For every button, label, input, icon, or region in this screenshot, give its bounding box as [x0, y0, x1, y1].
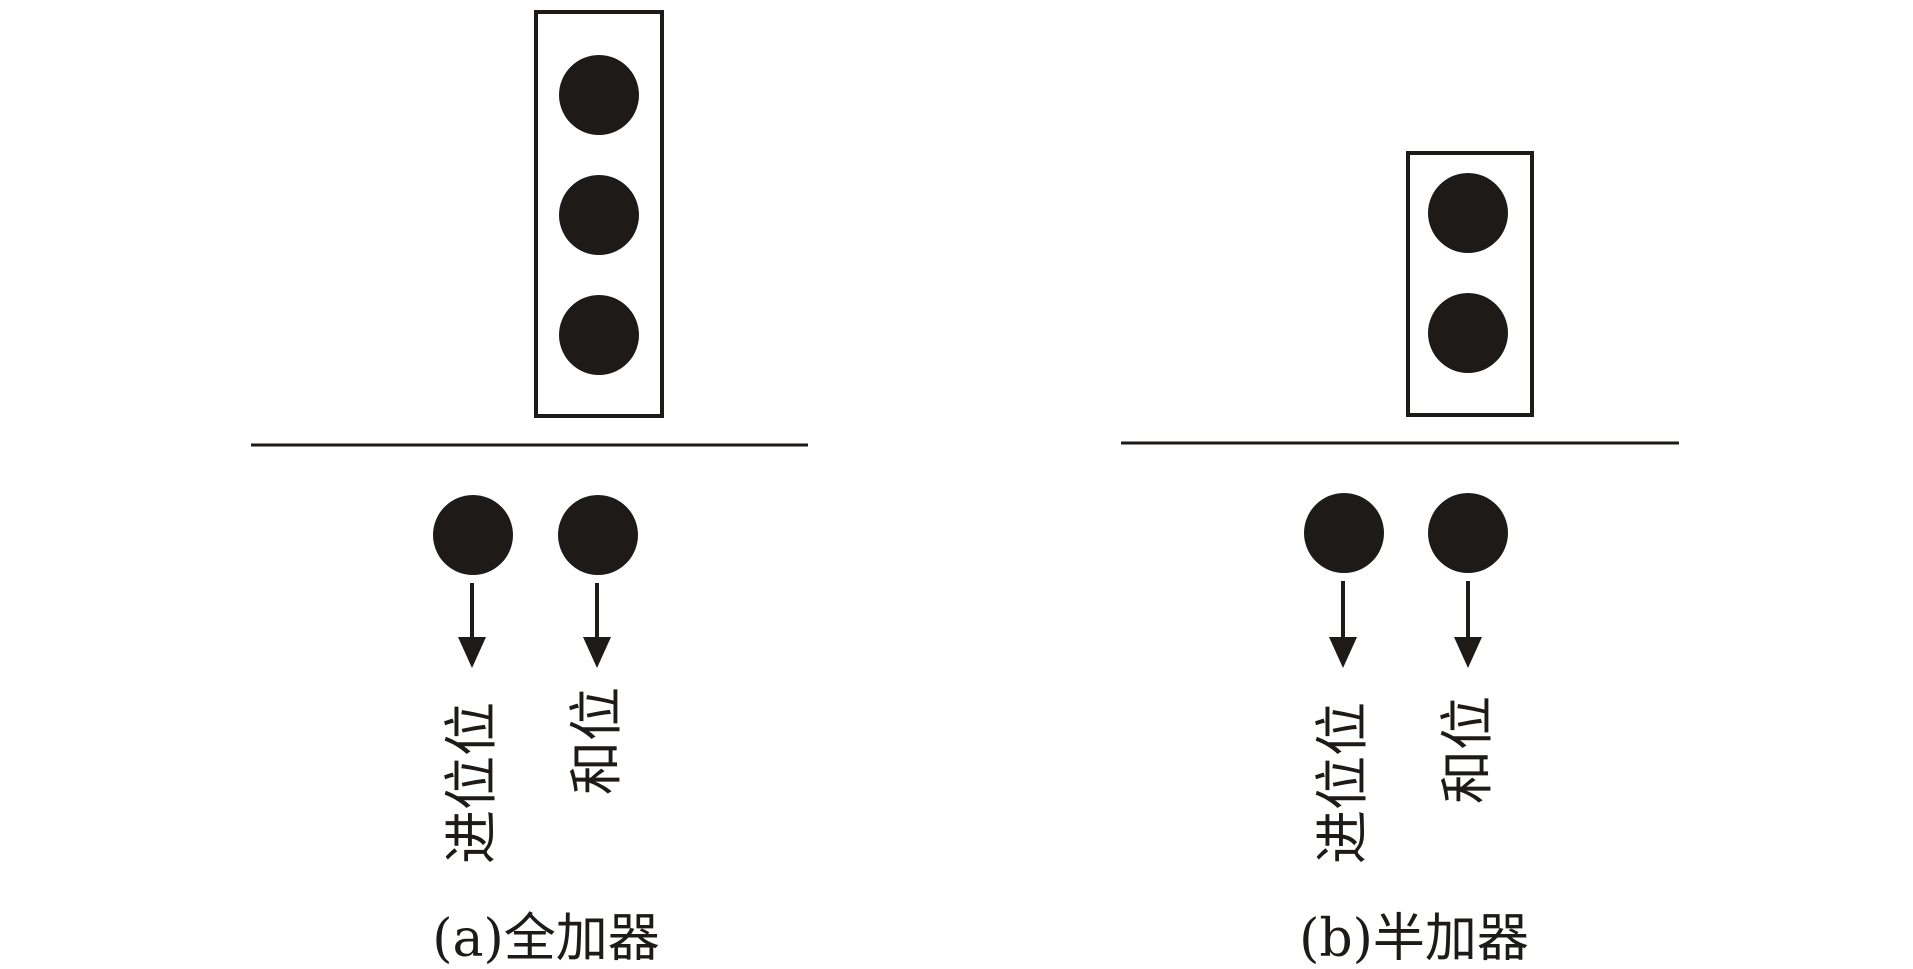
input-bit-dot	[1428, 293, 1508, 373]
panel-full-adder: 进位位 和位 (a)全加器	[251, 10, 808, 969]
carry-arrow	[458, 583, 486, 668]
sum-label: 和位	[565, 687, 628, 795]
sum-label: 和位	[1436, 696, 1499, 804]
input-bit-dot	[559, 55, 639, 135]
sum-dot	[558, 495, 638, 575]
sum-dot	[1428, 493, 1508, 573]
input-bit-dot	[559, 175, 639, 255]
input-box	[534, 10, 664, 418]
carry-arrow	[1329, 581, 1357, 668]
input-bit-dot	[1428, 173, 1508, 253]
carry-dot	[433, 495, 513, 575]
caption: (a)全加器	[432, 909, 660, 969]
input-bit-dot	[559, 295, 639, 375]
panel-half-adder: 进位位 和位 (b)半加器	[1121, 151, 1679, 969]
carry-label: 进位位	[1311, 702, 1374, 864]
carry-dot	[1304, 493, 1384, 573]
sum-arrow	[583, 583, 611, 668]
caption: (b)半加器	[1299, 909, 1529, 969]
carry-label: 进位位	[440, 702, 503, 864]
sum-arrow	[1454, 581, 1482, 668]
input-box	[1406, 151, 1534, 417]
